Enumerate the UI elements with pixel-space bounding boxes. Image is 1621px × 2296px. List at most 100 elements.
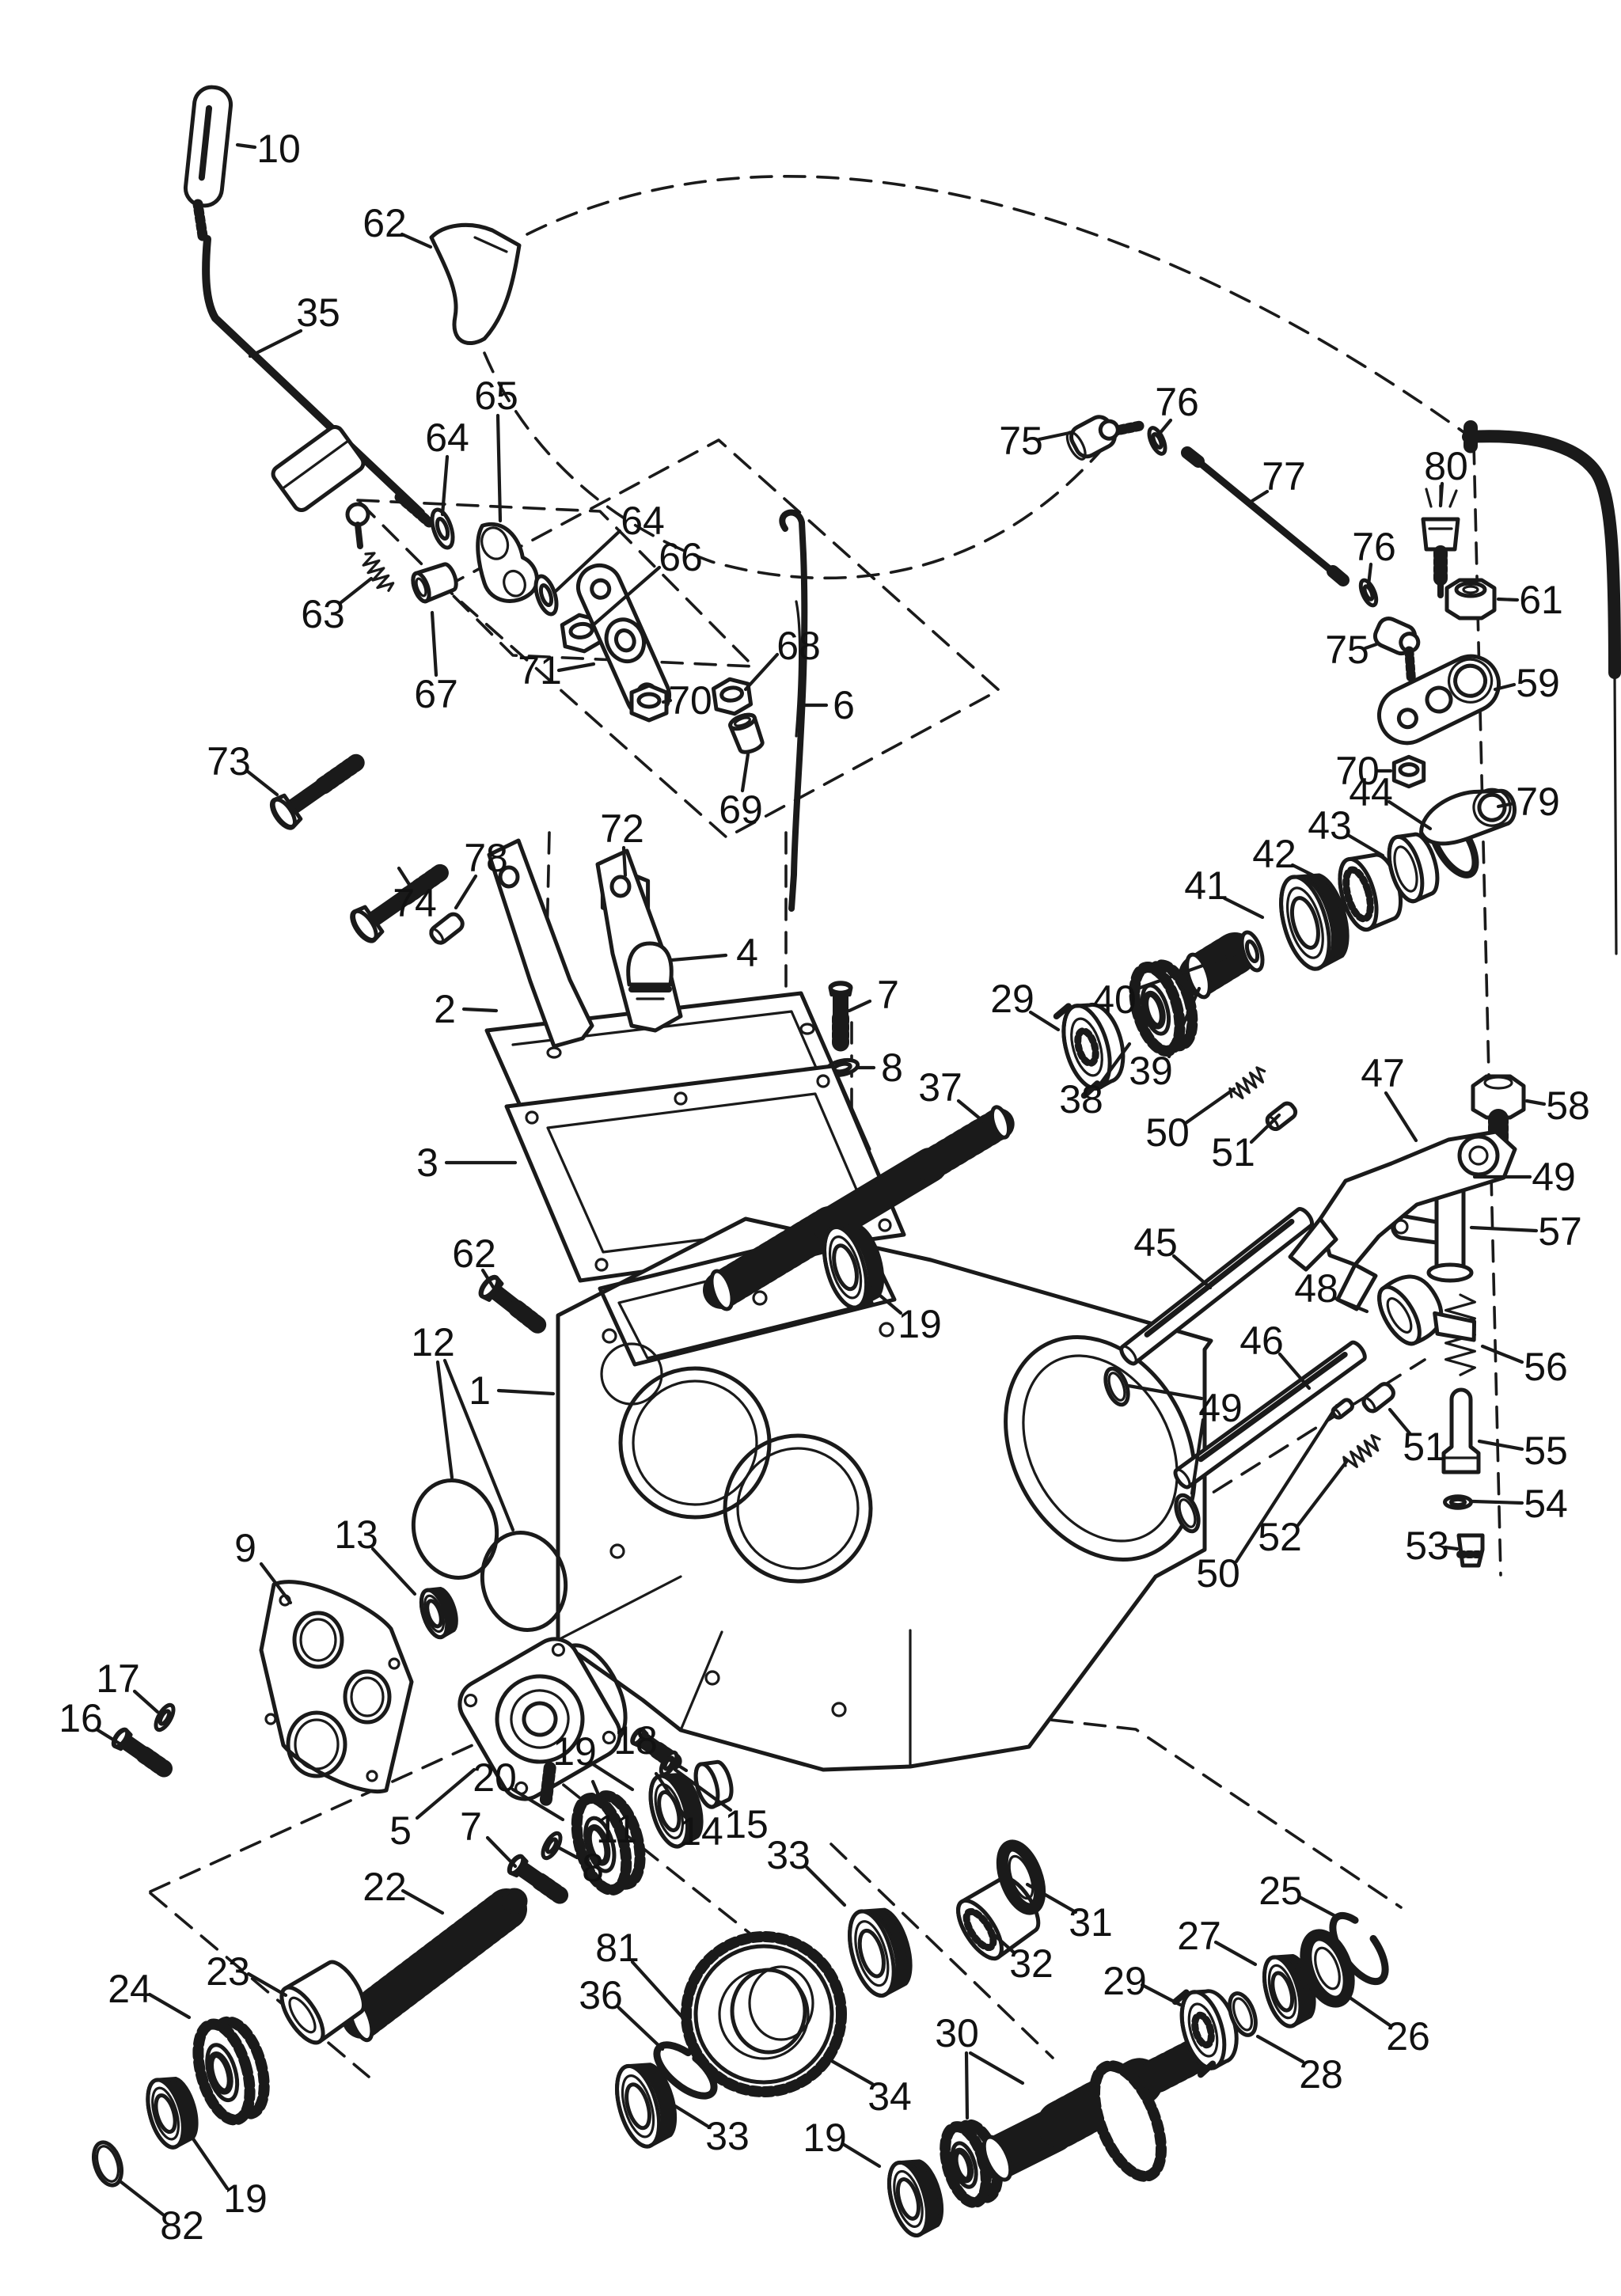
callout-8-label: 8 <box>582 1846 604 1890</box>
callout-5-leader <box>417 1770 474 1818</box>
part-22-counter-shaft <box>345 1890 526 2043</box>
callout-45-label: 45 <box>1133 1220 1178 1265</box>
part-12-oring-b <box>473 1524 576 1638</box>
part-75-ball-joint-b <box>1365 615 1429 677</box>
callout-30-leader <box>966 2053 967 2118</box>
callout-70-label: 70 <box>668 678 712 723</box>
callout-29-label: 29 <box>990 977 1034 1021</box>
part-64-washer-b <box>532 574 560 617</box>
callout-26-leader <box>1346 1995 1390 2025</box>
callout-32-label: 32 <box>1009 1941 1053 1986</box>
callout-2-leader <box>464 1009 496 1011</box>
callout-33-leader <box>675 2106 708 2127</box>
callout-29-leader <box>1031 1012 1058 1030</box>
callout-61-label: 61 <box>1519 578 1563 622</box>
part-63-spring <box>358 548 397 596</box>
callout-39-leader <box>1169 989 1199 1057</box>
callout-67-label: 67 <box>414 672 458 716</box>
part-6-dipstick <box>782 513 804 909</box>
callout-17-leader <box>135 1691 158 1712</box>
callout-12-label: 12 <box>411 1320 455 1364</box>
callout-64-leader <box>556 531 620 591</box>
part-51-pin-upper <box>1265 1101 1298 1132</box>
part-68-nut <box>712 677 752 716</box>
part-42-roller-bearing <box>1333 848 1408 933</box>
callout-16-label: 16 <box>59 1696 103 1740</box>
part-76-washer-a <box>1145 424 1170 457</box>
part-48-selector-boss <box>1371 1257 1482 1374</box>
part-79-lock-plate <box>1415 784 1519 848</box>
callout-5-label: 5 <box>389 1808 412 1853</box>
callout-69-label: 69 <box>719 787 763 832</box>
callout-80-label: 80 <box>1424 444 1468 488</box>
part-16-bolt <box>111 1727 169 1777</box>
callout-40-leader <box>1133 954 1234 990</box>
part-59-shift-plate <box>1370 647 1508 752</box>
callout-50-leader <box>1186 1089 1234 1123</box>
callout-19-label: 19 <box>803 2116 847 2160</box>
callout-49-label: 49 <box>1198 1386 1243 1430</box>
callout-3-label: 3 <box>416 1140 438 1185</box>
callout-54-label: 54 <box>1524 1482 1568 1526</box>
part-50-spring-upper <box>1226 1064 1270 1104</box>
callout-33-label: 33 <box>705 2114 750 2158</box>
callout-82-label: 82 <box>160 2203 204 2248</box>
callout-7-leader <box>849 1001 870 1011</box>
callout-74-label: 74 <box>393 881 437 925</box>
callout-59-leader <box>1495 685 1514 689</box>
callout-39-label: 39 <box>1129 1049 1173 1093</box>
callout-36-leader <box>619 2008 662 2049</box>
callout-66-leader <box>592 567 659 626</box>
callout-61-leader <box>1498 599 1517 600</box>
callout-49-leader <box>1129 1386 1202 1398</box>
callout-14-leader <box>656 1774 685 1817</box>
callout-19-leader <box>843 2144 879 2166</box>
callout-35-label: 35 <box>296 290 340 335</box>
callout-62-label: 62 <box>452 1231 496 1276</box>
callout-50-label: 50 <box>1145 1110 1190 1155</box>
callout-24-label: 24 <box>108 1967 152 2011</box>
callout-18-label: 18 <box>613 1718 658 1763</box>
callout-76-label: 76 <box>1155 380 1199 424</box>
callout-2-label: 2 <box>434 987 456 1031</box>
callout-18-leader <box>654 1750 686 1770</box>
callout-43-label: 43 <box>1308 803 1352 848</box>
callout-37-leader <box>959 1101 985 1123</box>
callout-71-leader <box>559 664 594 670</box>
callout-38-label: 38 <box>1059 1077 1103 1121</box>
callout-58-label: 58 <box>1546 1083 1590 1128</box>
part-30-reverse-shaft <box>978 2044 1219 2185</box>
callout-59-label: 59 <box>1516 661 1560 705</box>
part-54-washer <box>1443 1495 1473 1509</box>
callout-22-label: 22 <box>363 1865 407 1909</box>
callout-46-label: 46 <box>1239 1319 1284 1363</box>
callout-19-leader <box>593 1764 632 1789</box>
callout-4-label: 4 <box>736 931 758 975</box>
callout-68-leader <box>746 655 777 689</box>
callout-51-label: 51 <box>1211 1130 1255 1175</box>
callout-9-leader <box>261 1564 290 1603</box>
callout-62-leader <box>483 1270 495 1291</box>
callout-31-leader <box>1027 1884 1076 1912</box>
callout-56-leader <box>1482 1346 1522 1362</box>
callout-82-leader <box>121 2182 164 2215</box>
part-19-bearing-e <box>882 2154 949 2240</box>
part-34-output-gear <box>686 1937 841 2092</box>
callout-1-leader <box>499 1391 553 1394</box>
callout-14-label: 14 <box>679 1809 723 1854</box>
part-53-plug <box>1459 1535 1482 1565</box>
callout-43-leader <box>1348 835 1383 856</box>
part-13-bearing <box>415 1582 463 1642</box>
part-62-shift-boot <box>431 225 519 343</box>
part-8-washer-bottom <box>537 1829 566 1862</box>
callout-19-leader <box>192 2138 227 2188</box>
callout-58-leader <box>1527 1101 1544 1104</box>
callout-11-label: 11 <box>596 1807 637 1851</box>
part-70-nut-a <box>632 685 666 720</box>
callout-38-leader <box>1099 1044 1129 1085</box>
callout-69-leader <box>742 754 748 791</box>
callout-10-leader <box>237 145 255 147</box>
callout-7-label: 7 <box>877 973 899 1017</box>
callout-75-leader <box>1365 644 1376 648</box>
